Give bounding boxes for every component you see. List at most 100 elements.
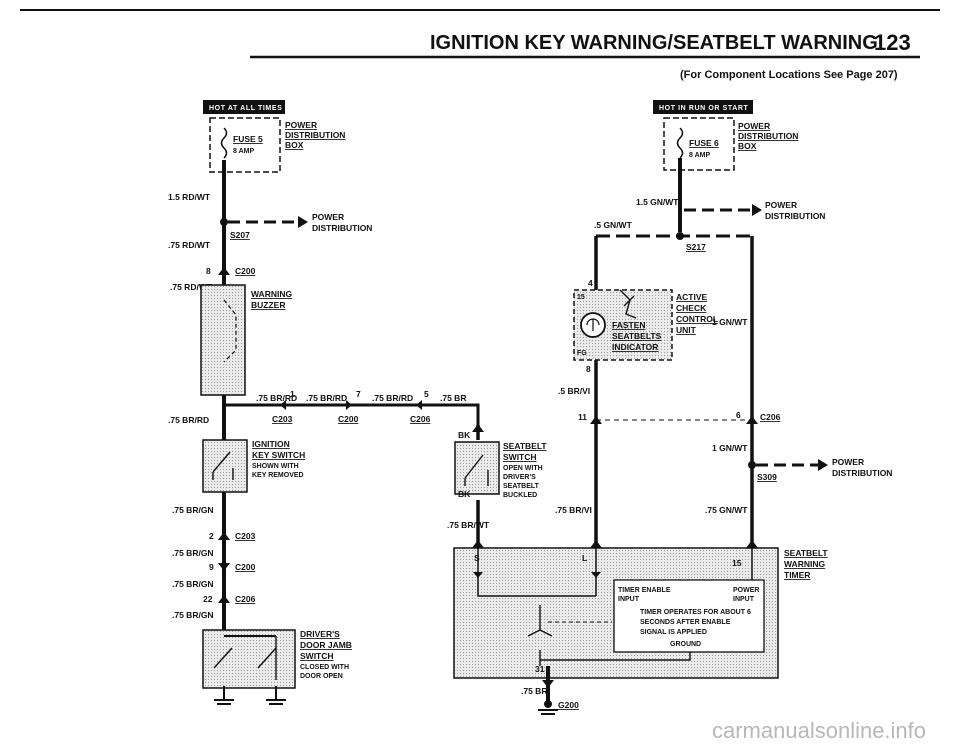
hot-in-run-label: HOT IN RUN OR START (659, 105, 749, 112)
fasten-label-2: SEATBELTS (612, 331, 662, 341)
check-label-4: UNIT (676, 325, 697, 335)
bus-c206: C206 (410, 414, 431, 424)
right-power-dist2-line-2: DISTRIBUTION (832, 468, 892, 478)
fuse-5-amp: 8 AMP (233, 148, 254, 155)
door-switch-ground-1-icon (214, 686, 234, 705)
right-dist-arrow-icon (752, 204, 762, 216)
timer-l-diode-icon (591, 572, 601, 578)
c200-bus-connector-icon (346, 400, 352, 410)
timer-power-label-2: INPUT (733, 596, 755, 603)
timer-module-box (613, 579, 765, 653)
c203-label: C203 (235, 531, 256, 541)
fuse-6-icon (676, 127, 684, 159)
right-wire-5-label: .75 BR/VI (555, 505, 592, 515)
seatbelt-switch-label-1: SEATBELT (503, 441, 547, 451)
door-switch-label-1: DRIVER'S (300, 629, 340, 639)
bus-wire-c: .75 BR/RD (372, 393, 413, 403)
hot-in-run-tag (653, 100, 753, 114)
left-wire-6-label: .75 BR/GN (172, 548, 214, 558)
seatbelt-switch-note-3: SEATBELT (503, 483, 540, 490)
seatbelt-switch-contact-icon (464, 454, 489, 486)
timer-pin-s: S (474, 553, 480, 563)
c200b-label: C200 (235, 562, 256, 572)
c206-right-label: C206 (760, 412, 781, 422)
timer-s-connector-icon (472, 540, 484, 548)
page-number: 123 (874, 30, 911, 55)
door-switch-ground-2-icon (266, 686, 286, 705)
fuse-5-icon (220, 127, 228, 159)
timer-pin-l: L (582, 553, 587, 563)
seatbelt-bk-bottom: BK (458, 489, 471, 499)
c203-pin: 2 (209, 531, 214, 541)
warning-buzzer-box (200, 284, 246, 396)
left-box-line-1: POWER (285, 120, 317, 130)
timer-note-2: SECONDS AFTER ENABLE (640, 619, 731, 626)
bus-wire-b: .75 BR/RD (306, 393, 347, 403)
seatbelt-connector-icon (472, 424, 484, 432)
bus-c200: C200 (338, 414, 359, 424)
timer-note-3: SIGNAL IS APPLIED (640, 629, 707, 636)
left-power-box (209, 117, 281, 173)
right-power-box (663, 117, 735, 171)
seatbelt-person-icon (619, 289, 637, 319)
right-wire-3-label: .5 BR/VI (558, 386, 590, 396)
bus-pin-b: 7 (356, 389, 361, 399)
fuse-6-amp: 8 AMP (689, 152, 710, 159)
timer-15-connector-icon (746, 540, 758, 548)
g200-ground-icon (538, 709, 558, 715)
brrd-bus-wire (224, 403, 480, 425)
c206-pin: 22 (203, 594, 213, 604)
check-pin-fg: FG (577, 350, 587, 357)
door-switch-note-2: DOOR OPEN (300, 673, 343, 680)
buzzer-coil-icon (223, 299, 237, 363)
timer-enable-label-2: INPUT (618, 596, 640, 603)
g200-label: G200 (558, 700, 579, 710)
check-label-1: ACTIVE (676, 292, 708, 302)
left-wire-7-label: .75 BR/GN (172, 579, 214, 589)
bus-wire-a: .75 BR/RD (256, 393, 297, 403)
check-label-2: CHECK (676, 303, 707, 313)
left-wire-3-label: .75 RD/WT (170, 282, 213, 292)
c200-pin: 8 (206, 266, 211, 276)
seatbelt-bk-top: BK (458, 430, 471, 440)
c200-connector-icon (218, 267, 230, 275)
right-box-line-1: POWER (738, 121, 770, 131)
left-power-dist-line-2: DISTRIBUTION (312, 223, 372, 233)
splice-s207-label: S207 (230, 230, 250, 240)
c203-connector-icon (218, 532, 230, 540)
door-jamb-switch-box (202, 629, 296, 689)
timer-relay-contact-icon (527, 605, 553, 666)
timer-label-1: SEATBELT (784, 548, 828, 558)
page-subtitle: (For Component Locations See Page 207) (680, 69, 898, 81)
fasten-label-3: INDICATOR (612, 342, 658, 352)
check-pin-15: 15 (577, 294, 585, 301)
buzzer-label-2: BUZZER (251, 300, 285, 310)
ignition-switch-note-1: SHOWN WITH (252, 463, 299, 470)
c206-label: C206 (235, 594, 256, 604)
left-wire-5-label: .75 BR/GN (172, 505, 214, 515)
right-wire-1-label: 1.5 GN/WT (636, 197, 679, 207)
ignition-switch-label-1: IGNITION (252, 439, 290, 449)
door-switch-label-2: DOOR JAMB (300, 640, 352, 650)
timer-wire-out-label: .75 BR (521, 686, 547, 696)
lamp-filament-icon (586, 318, 600, 331)
timer-ground-wire (540, 652, 691, 661)
seatbelt-switch-note-4: BUCKLED (503, 492, 537, 499)
bus-wire-d: .75 BR (440, 393, 466, 403)
seatbelt-switch-label-2: SWITCH (503, 452, 537, 462)
right-power-dist-line-1: POWER (765, 200, 797, 210)
door-switch-note-1: CLOSED WITH (300, 664, 349, 671)
hot-at-all-times-tag (203, 100, 285, 114)
timer-pin-15: 15 (732, 558, 742, 568)
ignition-switch-contact-icon (212, 451, 234, 480)
timer-s-diode-icon (473, 572, 483, 578)
seatbelt-switch-note-1: OPEN WITH (503, 465, 543, 472)
fuse-6-label: FUSE 6 (689, 138, 719, 148)
timer-note-1: TIMER OPERATES FOR ABOUT 6 (640, 609, 751, 616)
timer-label-3: TIMER (784, 570, 810, 580)
left-power-dist-line-1: POWER (312, 212, 344, 222)
door-switch-label-3: SWITCH (300, 651, 334, 661)
bus-pin-c: 5 (424, 389, 429, 399)
timer-ground-label: GROUND (670, 641, 701, 648)
